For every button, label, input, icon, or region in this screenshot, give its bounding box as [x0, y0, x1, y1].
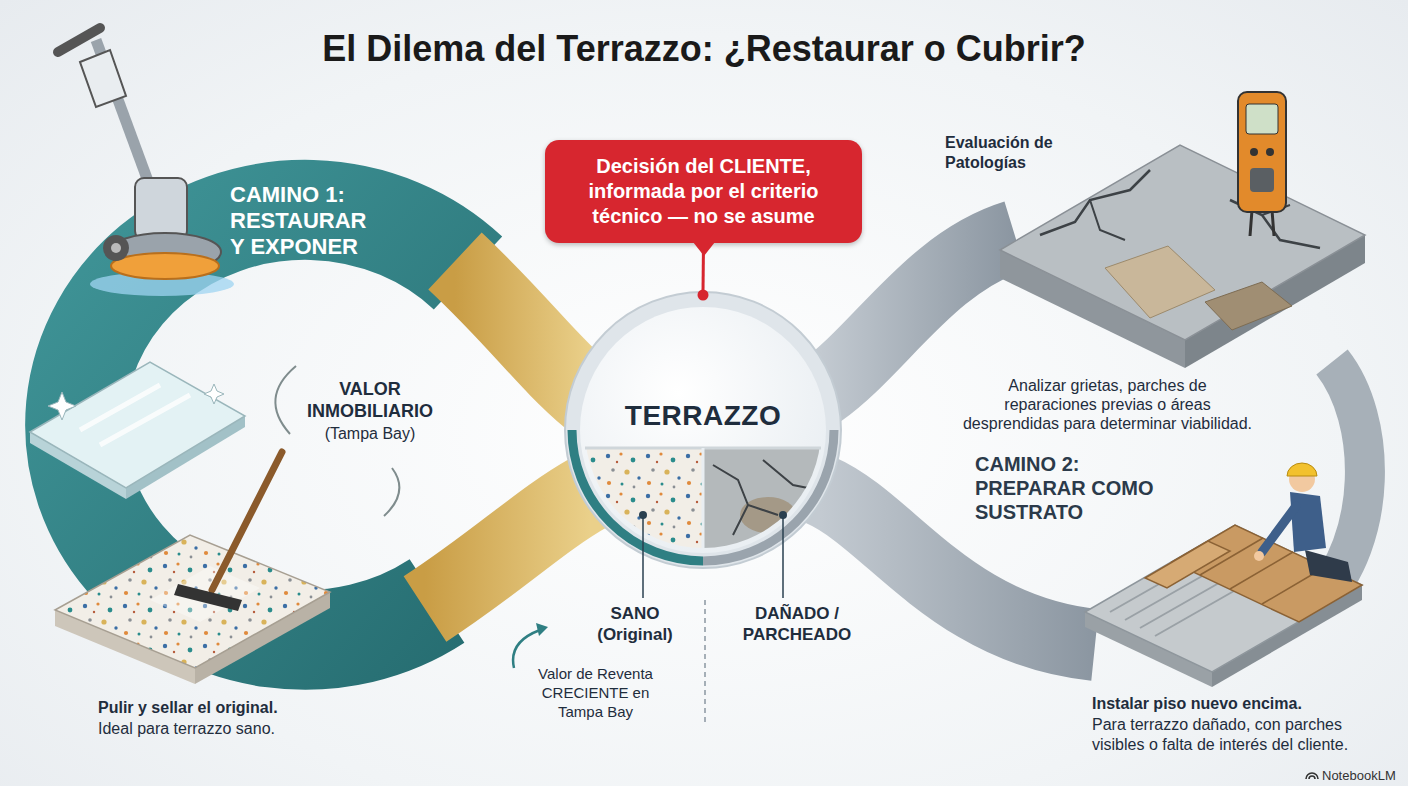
- state-label: DAÑADO / PARCHEADO: [722, 603, 872, 645]
- worker: [1254, 551, 1264, 561]
- terrazzo-tile: [150, 566, 260, 622]
- hub-illustration: [563, 448, 703, 570]
- curved-arrow: [536, 623, 548, 636]
- floor-polisher: [135, 178, 187, 240]
- moisture-meter: [1266, 148, 1274, 156]
- floor-polisher: [111, 253, 219, 279]
- worker: [1254, 463, 1352, 582]
- decision-callout: Decisión del CLIENTE, informada por el c…: [545, 140, 862, 243]
- polished-tile: [80, 385, 190, 445]
- hub-illustration: [703, 448, 843, 570]
- path-caption: Instalar piso nuevo encima.: [1092, 694, 1397, 714]
- gold-ribbons: [425, 492, 590, 609]
- pointer-dot: [698, 290, 709, 301]
- curved-arrow: [513, 623, 548, 668]
- decor-arcs: [384, 468, 399, 516]
- state-label: SANO (Original): [585, 603, 685, 645]
- resale-note: Valor de Reventa CRECIENTE en Tampa Bay: [528, 664, 663, 721]
- terrazzo-tile: [212, 452, 282, 590]
- hub-illustration: [740, 497, 796, 533]
- cracked-slab: [1090, 200, 1125, 240]
- moisture-meter: [1238, 92, 1286, 236]
- moisture-meter: [1250, 210, 1274, 236]
- leader-lines: [642, 568, 644, 598]
- terrazzo-tile: [55, 452, 330, 684]
- curved-arrow: [513, 630, 540, 668]
- path-caption: Para terrazzo dañado, con parches visibl…: [1092, 715, 1397, 755]
- value-heading: VALOR INMOBILIARIO: [300, 378, 440, 422]
- moisture-meter: [1250, 168, 1274, 192]
- path-heading: CAMINO 2: PREPARAR COMO SUSTRATO: [975, 452, 1155, 524]
- path-heading: CAMINO 1: RESTAURAR Y EXPONER: [230, 182, 380, 260]
- decision-callout-text: Decisión del CLIENTE, informada por el c…: [561, 154, 846, 229]
- polished-tile: [30, 362, 245, 488]
- hub-illustration: [702, 448, 705, 548]
- floor-polisher: [80, 50, 126, 107]
- terrazzo-tile: [55, 535, 330, 668]
- decor-arcs: [275, 366, 296, 434]
- gray-ribbons: [820, 236, 1365, 645]
- hub-illustration: [563, 448, 843, 570]
- leader-lines: [782, 568, 784, 598]
- floor-polisher: [111, 243, 121, 253]
- assessment-note: Analizar grietas, parches de reparacione…: [960, 376, 1255, 433]
- hub-illustration: [713, 460, 818, 535]
- value-note: (Tampa Bay): [300, 424, 440, 444]
- moisture-meter: [1250, 148, 1258, 156]
- floor-polisher: [103, 235, 129, 261]
- terrazzo-hub-text: TERRAZZO: [563, 400, 843, 432]
- watermark-icon: [1306, 773, 1318, 779]
- watermark-icon: [1306, 773, 1318, 779]
- polished-tile: [30, 362, 245, 499]
- leader-lines: [704, 600, 706, 722]
- path-caption: Ideal para terrazzo sano.: [98, 719, 418, 739]
- assessment-heading: Evaluación de Patologías: [945, 133, 1105, 173]
- cracked-slab: [1105, 246, 1215, 318]
- cracked-slab: [1205, 282, 1292, 330]
- path-caption: Pulir y sellar el original.: [98, 698, 418, 718]
- terrazzo-hub: TERRAZZO: [563, 290, 843, 570]
- gold-ribbons: [455, 261, 590, 398]
- cracked-slab: [1000, 145, 1365, 368]
- gray-ribbons: [820, 236, 1015, 392]
- worker: [1305, 550, 1352, 582]
- floor-install: [1085, 525, 1362, 687]
- watermark: NotebookLM: [1322, 768, 1404, 784]
- polished-tile: [48, 392, 76, 420]
- moisture-meter: [1246, 104, 1278, 134]
- hub-illustration: [643, 515, 783, 568]
- polished-tile: [204, 384, 224, 404]
- floor-polisher: [58, 28, 234, 296]
- terrazzo-tile: [174, 584, 242, 611]
- moisture-meter: [1238, 92, 1286, 212]
- worker: [1290, 492, 1326, 552]
- diagram-title: El Dilema del Terrazzo: ¿Restaurar o Cub…: [0, 28, 1408, 70]
- leader-lines: [643, 568, 783, 722]
- worker: [1287, 463, 1317, 476]
- cracked-slab: [1000, 145, 1365, 340]
- worker: [1262, 506, 1296, 552]
- cracked-slab: [1040, 170, 1150, 235]
- floor-install: [1145, 541, 1230, 588]
